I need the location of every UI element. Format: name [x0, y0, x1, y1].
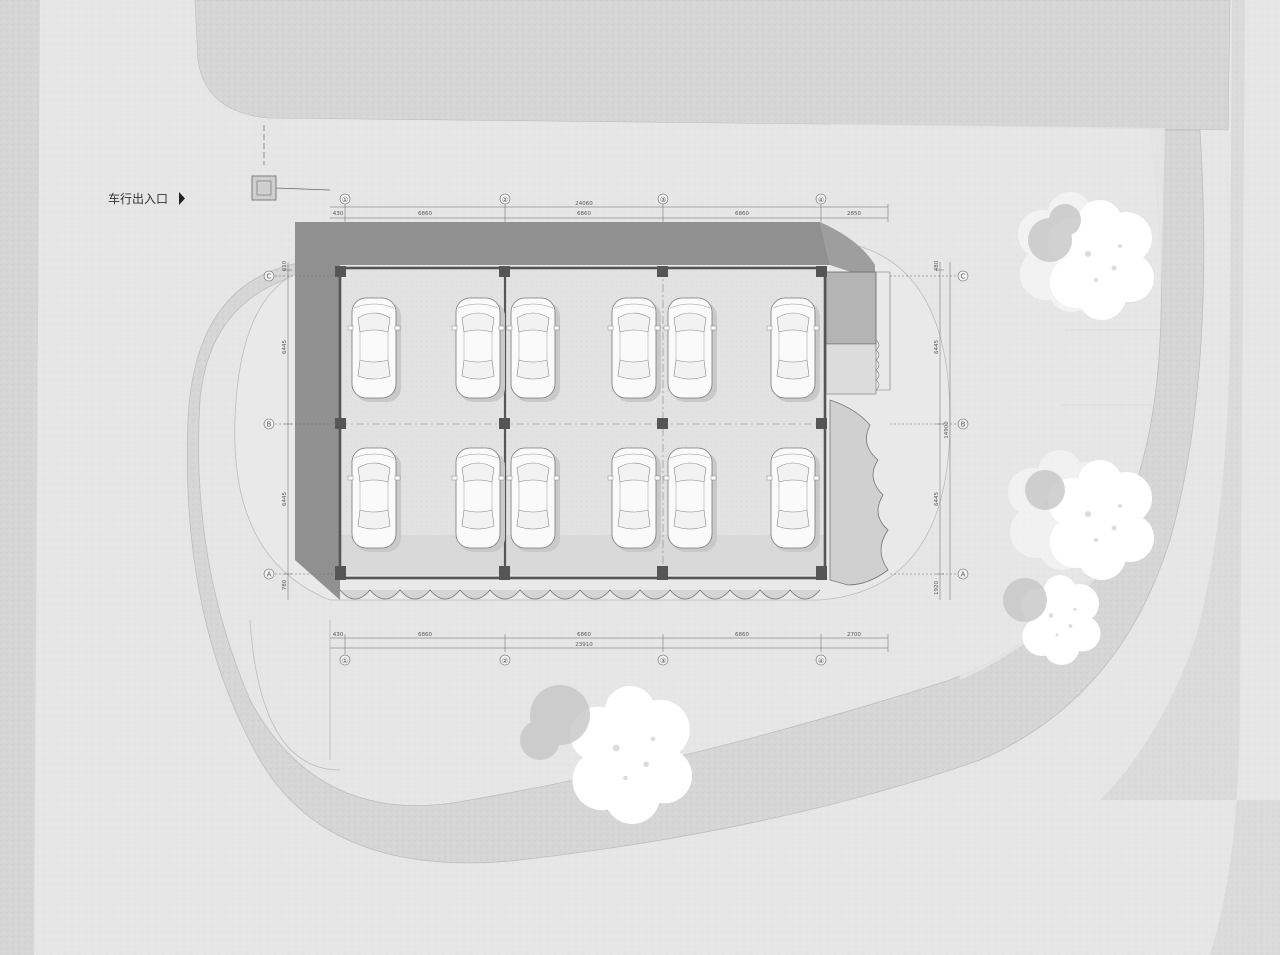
dim-right-seg: 6445 [934, 340, 940, 354]
axis-label-row: C [961, 273, 966, 281]
dim-top-seg: 6860 [735, 211, 749, 217]
axis-label-col: ① [342, 196, 348, 204]
entrance-label: 车行出入口 [108, 191, 168, 206]
road-top [194, 0, 1231, 131]
dim-top-seg: 6860 [577, 211, 591, 217]
car-topview-icon [347, 447, 402, 553]
car-topview-icon [663, 447, 718, 553]
car-topview-icon [766, 447, 821, 553]
floor-shadow [340, 535, 825, 575]
top-dimensions: 430 6860 6860 6860 2850 24060 [333, 201, 862, 217]
dim-bottom-seg: 6860 [577, 632, 591, 638]
car-topview-icon [607, 297, 662, 403]
dim-bottom-seg: 6860 [735, 632, 749, 638]
dim-bottom-seg: 430 [333, 632, 344, 638]
dim-right-seg: 6445 [934, 492, 940, 506]
axis-bubbles-bottom: ① ② ③ ④ [339, 654, 827, 666]
axis-label-row: C [267, 273, 272, 281]
car-topview-icon [451, 297, 506, 403]
car-topview-icon [607, 447, 662, 553]
hedge-east [829, 399, 889, 586]
dim-right-seg: 1920 [934, 581, 940, 595]
car-topview-icon [347, 297, 402, 403]
dim-top-seg: 2850 [847, 211, 861, 217]
car-topview-icon [766, 297, 821, 403]
dim-left-seg: 6445 [282, 492, 288, 506]
axis-label-row: B [961, 421, 966, 429]
dimension-lines [275, 196, 960, 656]
axis-label-col: ① [342, 657, 348, 665]
axis-label-row: A [961, 571, 966, 579]
dim-left-seg: 6445 [282, 340, 288, 354]
axis-label-col: ③ [660, 196, 666, 204]
axis-label-row: A [267, 571, 272, 579]
axis-label-col: ④ [818, 657, 824, 665]
axis-bubbles-top: ① ② ③ ④ [339, 193, 827, 205]
dim-left-seg: 610 [282, 260, 288, 271]
drive-inner-curb [249, 619, 341, 771]
dim-left-seg: 780 [282, 579, 288, 590]
dim-bottom-seg: 2700 [847, 632, 861, 638]
car-topview-icon [451, 447, 506, 553]
axis-label-col: ② [502, 196, 508, 204]
car-topview-icon [506, 447, 561, 553]
canopy-roof-east [820, 222, 875, 280]
hedge-south [339, 589, 821, 600]
dim-bottom-total: 23910 [575, 642, 593, 648]
left-dimensions: 610 6445 6445 780 [282, 260, 288, 590]
right-dimensions: 480 6445 6445 1920 14900 [934, 260, 950, 595]
triangle-marker-icon [179, 192, 185, 205]
columns [335, 266, 827, 580]
axis-label-row: B [267, 421, 272, 429]
dim-right-seg: 480 [934, 260, 940, 271]
dim-top-seg: 6860 [418, 211, 432, 217]
road-right [1100, 0, 1280, 955]
parking-floor [340, 268, 825, 578]
dim-bottom-seg: 6860 [418, 632, 432, 638]
bottom-dimensions: 430 6860 6860 6860 2700 23910 [333, 632, 862, 648]
axis-label-col: ④ [818, 196, 824, 204]
car-topview-icon [663, 297, 718, 403]
car-topview-icon [506, 297, 561, 403]
tree-shadow [520, 204, 1081, 760]
entry-gate [251, 125, 331, 201]
dim-top-seg: 430 [333, 211, 344, 217]
road-left [0, 0, 40, 955]
canopy-roof [295, 222, 830, 600]
dim-top-total: 24060 [575, 201, 593, 207]
axis-bubbles-left: C B A [263, 270, 275, 580]
axis-label-col: ③ [660, 657, 666, 665]
dim-right-total: 14900 [944, 421, 950, 439]
drive-loop [186, 129, 1205, 864]
axis-bubbles-right: C B A [957, 270, 969, 580]
axis-label-col: ② [502, 657, 508, 665]
